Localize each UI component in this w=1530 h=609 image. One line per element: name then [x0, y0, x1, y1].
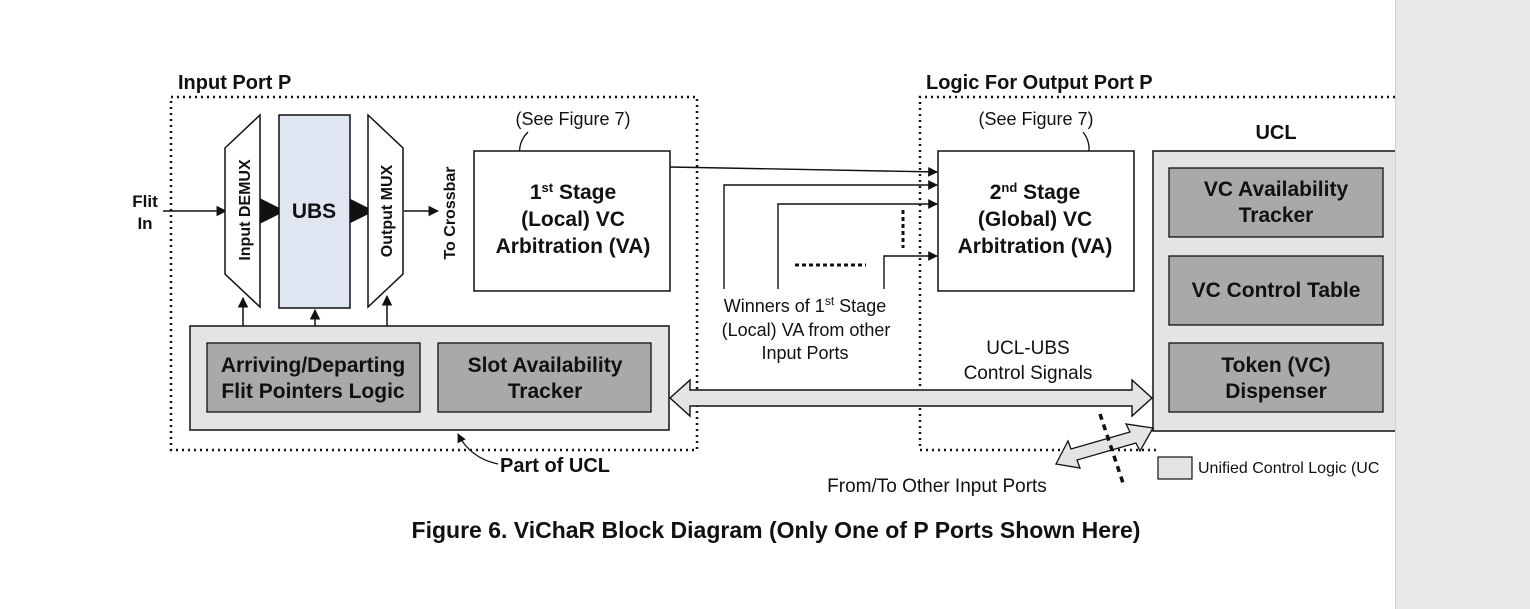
input-demux-label: Input DEMUX [237, 159, 254, 261]
input-port-region [169, 95, 699, 452]
arriving-departing-box [206, 342, 421, 413]
token-line2: Dispenser [1225, 380, 1327, 403]
output-port-title: Logic For Output Port P [926, 72, 1153, 94]
flit-in-label-2: In [137, 214, 152, 233]
vc-availability-line1: VC Availability [1204, 178, 1349, 201]
winner-line-1 [723, 180, 938, 289]
token-line1: Token (VC) [1221, 354, 1330, 377]
side-pane [1395, 0, 1530, 609]
stage1-line2: (Local) VC [521, 208, 625, 231]
output-mux-label: Output MUX [379, 164, 396, 257]
winners-line2: (Local) VA from other [722, 320, 891, 340]
stage1-va-box [473, 150, 671, 292]
output-mux [367, 113, 404, 309]
other-ports-double-arrow [1055, 423, 1155, 469]
see-fig7-left: (See Figure 7) [515, 109, 630, 129]
vc-availability-line2: Tracker [1239, 204, 1314, 227]
part-of-ucl-label: Part of UCL [500, 455, 610, 477]
token-dispenser-box [1168, 342, 1384, 413]
to-crossbar-label: To Crossbar [442, 166, 459, 259]
stage1-line1: 1st Stage [530, 180, 616, 205]
stage1-line3: Arbitration (VA) [496, 235, 651, 258]
break-mark [1098, 413, 1126, 487]
winner-line-2 [777, 199, 938, 289]
arriving-line1: Arriving/Departing [221, 354, 405, 377]
legend-label: Unified Control Logic (UC [1198, 460, 1379, 477]
legend-swatch [1157, 456, 1193, 480]
see-fig7-right: (See Figure 7) [978, 109, 1093, 129]
ucl-title: UCL [1255, 122, 1296, 144]
ucl-ubs-line2: Control Signals [964, 363, 1093, 384]
winner-line-3 [883, 251, 938, 289]
stage1-to-stage2-line [669, 166, 938, 177]
slot-line1: Slot Availability [468, 354, 623, 377]
input-port-title: Input Port P [178, 72, 291, 94]
vc-availability-tracker-box [1168, 167, 1384, 238]
stage2-line1: 2nd Stage [990, 180, 1081, 205]
from-to-label: From/To Other Input Ports [827, 476, 1047, 497]
ubs-label: UBS [292, 200, 336, 223]
input-demux [224, 113, 261, 309]
winners-line1: Winners of 1st Stage [724, 294, 886, 316]
stage2-line3: Arbitration (VA) [958, 235, 1113, 258]
slot-line2: Tracker [508, 380, 583, 403]
stage2-va-box [937, 150, 1135, 292]
ubs-box [278, 114, 351, 309]
vc-control-table-label: VC Control Table [1192, 279, 1361, 302]
part-of-ucl-arrow [457, 433, 499, 465]
figure-caption: Figure 6. ViChaR Block Diagram (Only One… [412, 517, 1141, 543]
figure-canvas: Input Port P Logic For Output Port P Fli… [132, 72, 1395, 543]
winners-line3: Input Ports [761, 343, 848, 363]
vc-control-table-box [1168, 255, 1384, 326]
stage2-line2: (Global) VC [978, 208, 1092, 231]
arriving-line2: Flit Pointers Logic [221, 380, 404, 403]
slot-availability-box [437, 342, 652, 413]
block-diagram: Input Port P Logic For Output Port P Fli… [132, 72, 1395, 543]
ucl-ubs-double-arrow [668, 378, 1154, 418]
ucl-ubs-line1: UCL-UBS [986, 338, 1069, 359]
flit-in-label: Flit [132, 192, 158, 211]
